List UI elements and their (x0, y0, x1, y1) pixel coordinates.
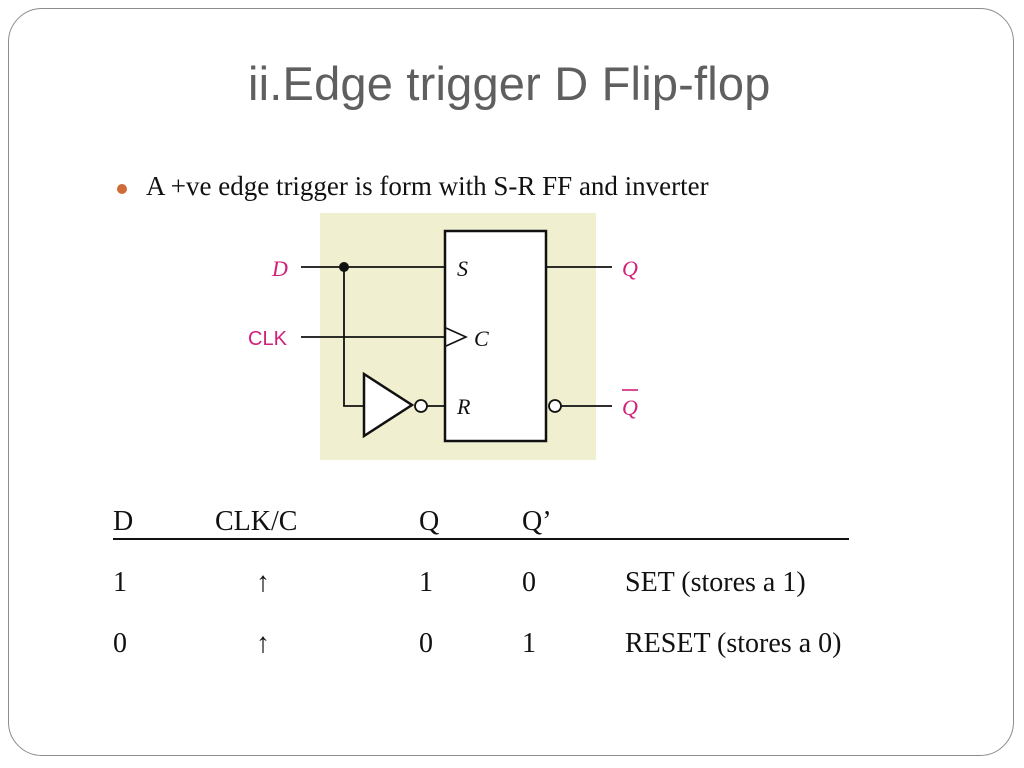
row1-q: 1 (419, 567, 433, 598)
bullet-dot-icon (117, 184, 127, 194)
clk-input-label: CLK (248, 328, 288, 350)
inverter-bubble (414, 399, 428, 413)
row2-d: 0 (113, 628, 127, 659)
sr-flip-flop-box (443, 229, 548, 443)
d-input-label: D (271, 256, 288, 281)
qbar-output-label: Q (622, 395, 638, 420)
r-pin-label: R (456, 394, 471, 419)
row2-clk-up-arrow-icon: ↑ (256, 628, 270, 659)
header-qbar: Q’ (522, 506, 552, 537)
row1-clk-up-arrow-icon: ↑ (256, 567, 270, 598)
row2-q: 0 (419, 628, 433, 659)
row2-qbar: 1 (522, 628, 536, 659)
row1-state: SET (stores a 1) (625, 567, 806, 598)
slide-title: ii.Edge trigger D Flip-flop (248, 57, 771, 110)
qbar-output-bubble (548, 399, 562, 413)
row1-d: 1 (113, 567, 127, 598)
row2-state: RESET (stores a 0) (625, 628, 842, 659)
bullet-text: A +ve edge trigger is form with S-R FF a… (146, 171, 709, 201)
header-q: Q (419, 506, 440, 537)
c-pin-label: C (474, 326, 489, 351)
header-d: D (113, 506, 134, 537)
header-clk: CLK/C (215, 506, 298, 537)
header-underline (113, 538, 849, 540)
row1-qbar: 0 (522, 567, 536, 598)
inverter-feed-wire (343, 267, 364, 407)
inverter-gate (362, 371, 415, 439)
clock-edge-triangle-icon (445, 327, 468, 347)
q-output-label: Q (622, 256, 638, 281)
s-pin-label: S (457, 256, 468, 281)
